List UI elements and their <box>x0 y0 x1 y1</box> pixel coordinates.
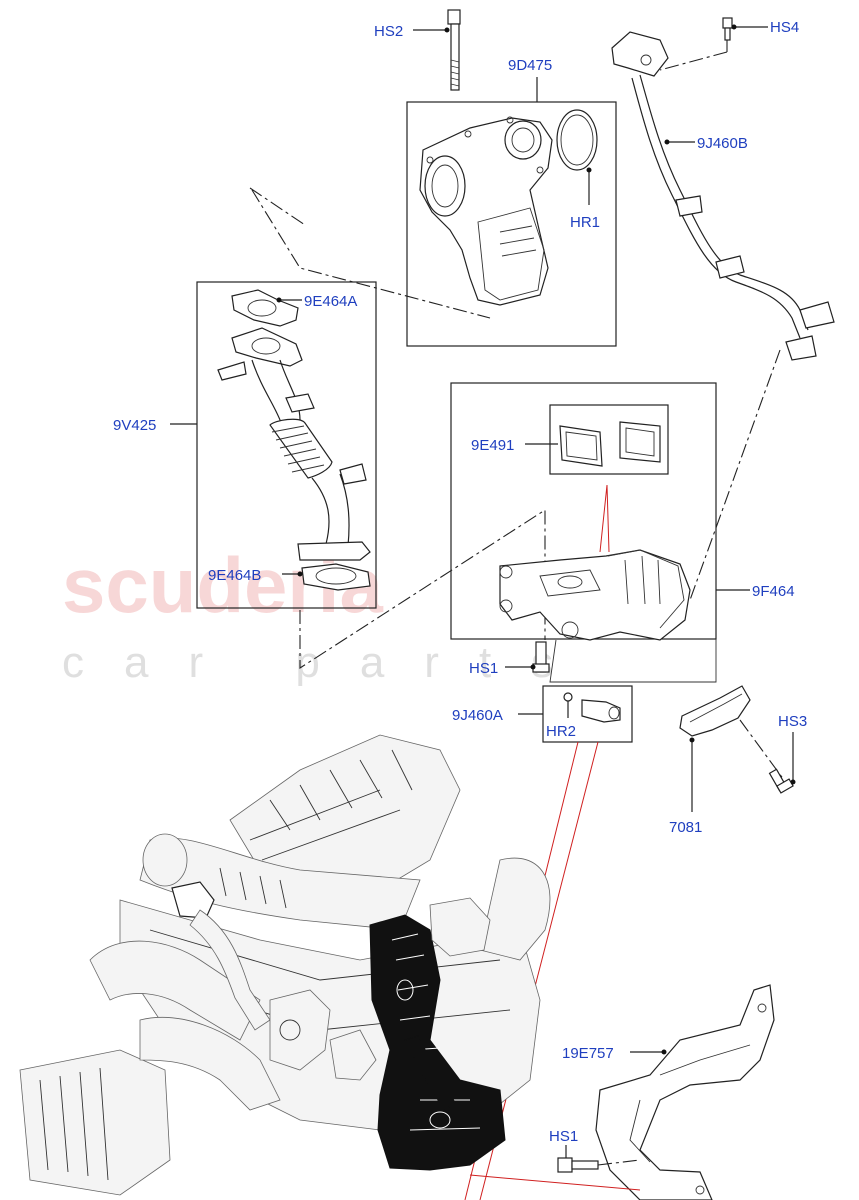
engine-assembly <box>19 734 551 1196</box>
temperature-sensor-group: 9J460A HR2 <box>452 685 633 743</box>
egr-valve-body <box>419 117 553 306</box>
cooler-outline-tail <box>549 639 717 683</box>
label-hs3: HS3 <box>778 713 807 730</box>
label-hs2: HS2 <box>374 23 403 40</box>
highlighted-egr-cooler <box>369 914 506 1171</box>
alignment-line-upper <box>249 187 491 319</box>
label-9v425: 9V425 <box>113 417 156 434</box>
gasket-9e464a <box>231 289 299 327</box>
label-9e464b: 9E464B <box>208 567 261 584</box>
egr-cooler-group: 9E491 9F464 <box>450 382 795 641</box>
egr-valve-outlet <box>504 120 542 160</box>
pipe-bellows <box>269 418 333 479</box>
egr-valve-group: 9D475 HR1 <box>406 57 617 347</box>
gasket-9e464b <box>301 563 371 591</box>
label-hs1-bottom: HS1 <box>549 1128 578 1145</box>
gasket-set-box <box>549 404 669 475</box>
alignment-line-harness <box>689 349 781 601</box>
hs2-bolt: HS2 <box>374 9 461 91</box>
label-9j460b: 9J460B <box>697 135 748 152</box>
label-hs1-top: HS1 <box>469 660 498 677</box>
label-hs4: HS4 <box>770 19 799 36</box>
label-9e491: 9E491 <box>471 437 514 454</box>
label-19e757: 19E757 <box>562 1045 614 1062</box>
label-hr2: HR2 <box>546 723 576 740</box>
label-hr1: HR1 <box>570 214 600 231</box>
heat-shield-7081: 7081 HS3 <box>669 685 807 836</box>
hr1-o-ring <box>556 109 598 171</box>
leader-red-3 <box>469 1174 641 1191</box>
egr-pipe-group: 9E464A 9E464B 9V425 <box>113 281 377 609</box>
label-9f464: 9F464 <box>752 583 795 600</box>
alignment-line-middle <box>299 508 546 670</box>
egr-pipe-box <box>196 281 377 609</box>
watermark-tagline: car parts <box>62 638 593 687</box>
label-9j460a: 9J460A <box>452 707 503 724</box>
label-7081: 7081 <box>669 819 702 836</box>
label-9e464a: 9E464A <box>304 293 357 310</box>
egr-valve-port <box>424 155 466 217</box>
label-9d475: 9D475 <box>508 57 552 74</box>
heat-shield-19e757: 19E757 HS1 <box>549 984 775 1200</box>
egr-valve-box <box>406 101 617 347</box>
sensor-harness-9j460b: HS4 9J460B <box>611 17 835 361</box>
hs1-bolt-top: HS1 <box>469 641 550 677</box>
